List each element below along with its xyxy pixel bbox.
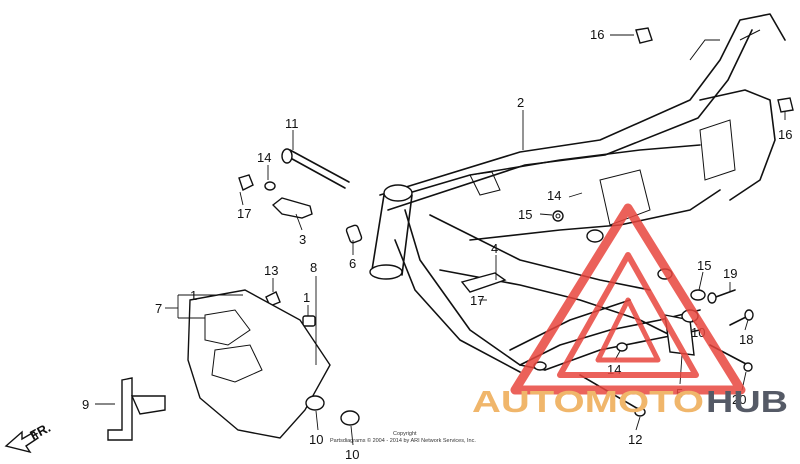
callout-19: 19	[723, 266, 737, 281]
callout-numbers: 2 11 14 17 3 6 16 16 14 15 4 17 13 8 1 1…	[82, 27, 792, 462]
callout-16-top: 16	[590, 27, 604, 42]
callout-18: 18	[739, 332, 753, 347]
leader-lines	[95, 34, 786, 446]
grommet-part-15	[552, 210, 564, 222]
bolt-part-19	[707, 289, 736, 304]
nut-part-14-left	[264, 181, 276, 191]
front-direction-arrow: FR.	[4, 420, 53, 454]
callout-16-right: 16	[778, 127, 792, 142]
callout-1-b: 1	[303, 290, 310, 305]
watermark-text-hub: HUB	[706, 384, 788, 419]
bolt-part-17-left	[238, 174, 254, 191]
callout-13: 13	[264, 263, 278, 278]
watermark-text-automoto: AUTOMOTO	[472, 384, 704, 419]
bolt-part-18	[729, 309, 754, 326]
bracket-part-4	[460, 272, 507, 293]
copyright-line-1: Copyright	[393, 431, 417, 437]
callout-12: 12	[628, 432, 642, 447]
spacer-part-6	[345, 224, 363, 244]
callout-15-mid: 15	[518, 207, 532, 222]
callout-8: 8	[310, 260, 317, 275]
grommet-part-15-right	[690, 289, 706, 301]
main-frame	[369, 13, 786, 373]
clip-part-16-top	[635, 27, 653, 44]
callout-14-mid: 14	[547, 188, 561, 203]
bracket-part-5	[664, 314, 695, 356]
watermark-logo: AUTOMOTO HUB	[472, 203, 788, 419]
callout-6: 6	[349, 256, 356, 271]
callout-4: 4	[491, 241, 498, 256]
stay-part-9	[107, 377, 166, 441]
callout-10-b: 10	[345, 447, 359, 462]
callout-1-a: 1	[190, 288, 197, 303]
callout-3: 3	[299, 232, 306, 247]
long-bolt-part-11	[281, 148, 350, 189]
bracket-part-3	[271, 197, 313, 219]
callout-9: 9	[82, 397, 89, 412]
nut-part-14-bottom	[616, 342, 628, 352]
copyright-notice: Copyright Partsdiagrams © 2004 - 2014 by…	[330, 431, 476, 444]
callout-15-right: 15	[697, 258, 711, 273]
callout-11: 11	[285, 116, 299, 131]
callout-20: 20	[732, 392, 746, 407]
callout-2: 2	[517, 95, 524, 110]
callout-17-mid: 17	[470, 293, 484, 308]
callout-17-left: 17	[237, 206, 251, 221]
grommet-part-10-b	[340, 410, 360, 426]
callout-7: 7	[155, 301, 162, 316]
clip-part-16-right	[777, 97, 794, 113]
grommet-part-10-a	[305, 395, 325, 411]
side-cover-part-7	[187, 289, 331, 439]
copyright-line-2: Partsdiagrams © 2004 - 2014 by ARI Netwo…	[330, 437, 476, 444]
callout-10-a: 10	[309, 432, 323, 447]
callout-14-left: 14	[257, 150, 271, 165]
watermark-triangle-icon	[510, 203, 746, 395]
clip-part-8	[302, 315, 316, 327]
